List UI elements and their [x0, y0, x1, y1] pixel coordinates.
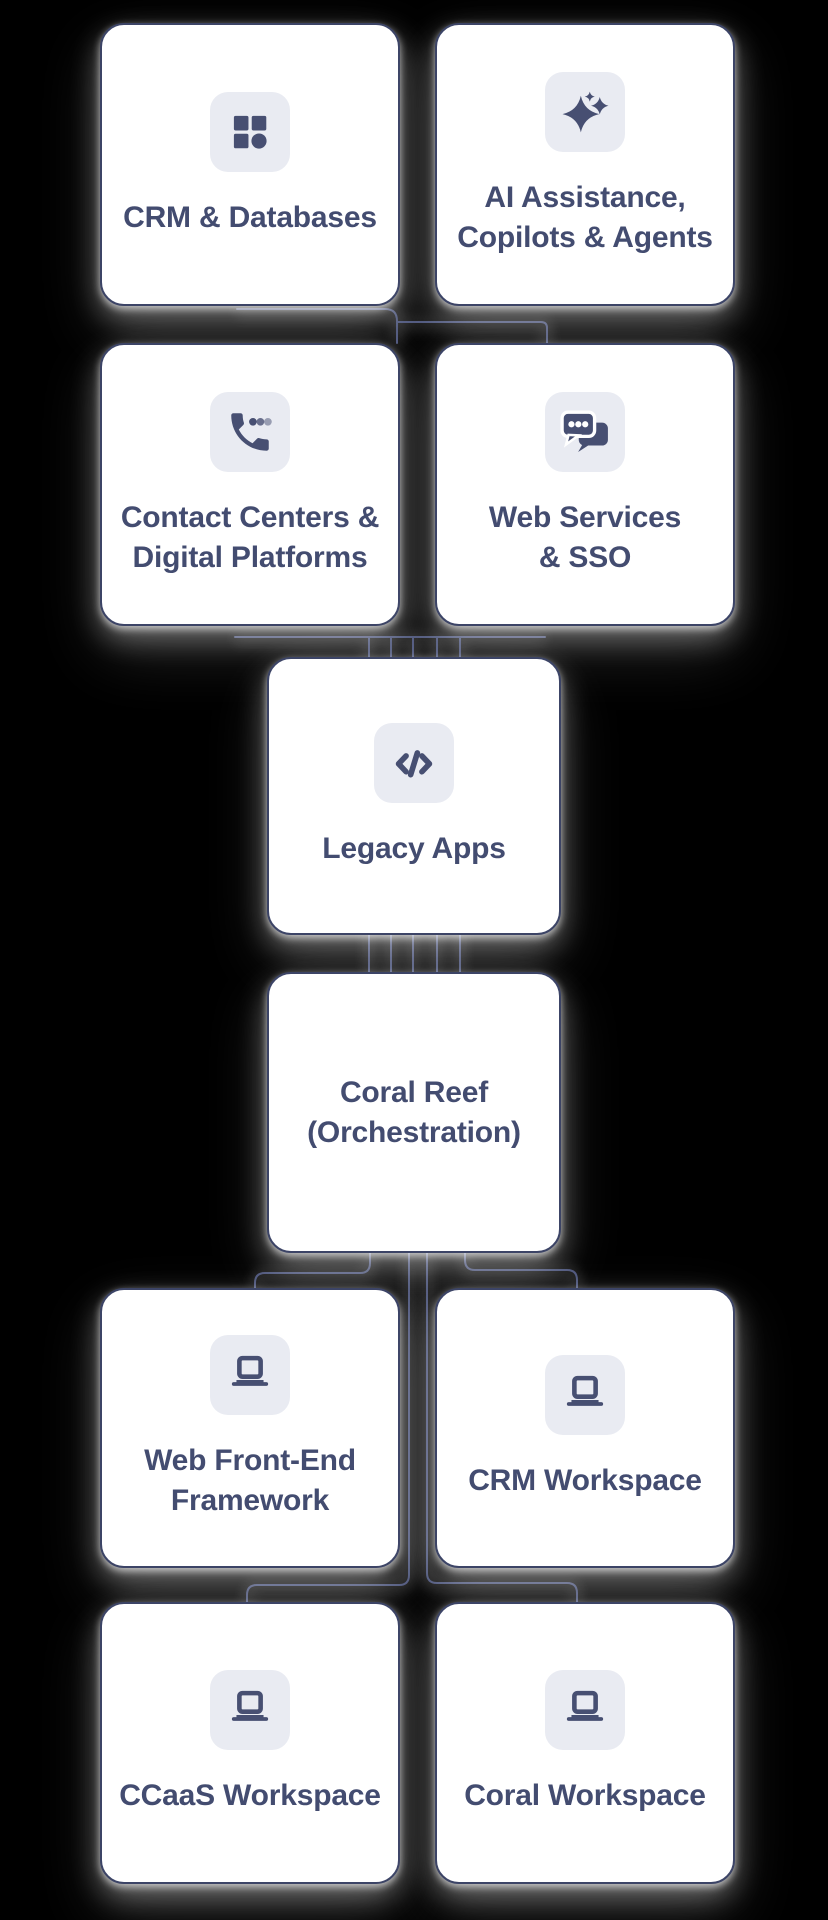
icon-tile	[545, 71, 625, 152]
node-web-services-sso[interactable]: Web Services & SSO	[435, 343, 735, 626]
sparkles-icon	[559, 87, 611, 137]
code-icon	[388, 738, 440, 788]
node-legacy-apps[interactable]: Legacy Apps	[267, 657, 561, 935]
icon-tile	[545, 1670, 625, 1750]
node-label-line1: Contact Centers &	[120, 500, 380, 534]
icon-tile	[210, 1335, 290, 1415]
node-label-line1: Coral Reef	[339, 1075, 489, 1109]
node-label-line2: Framework	[170, 1484, 330, 1517]
node-label-line2: & SSO	[538, 540, 632, 574]
laptop-icon	[559, 1685, 611, 1735]
icon-tile	[210, 91, 290, 172]
icon-tile	[210, 1670, 290, 1750]
node-label-line2: Copilots & Agents	[457, 220, 713, 254]
node-label-line1: AI Assistance,	[484, 180, 686, 214]
node-coral-workspace[interactable]: Coral Workspace	[435, 1602, 735, 1884]
node-label: Contact Centers & Digital Platforms	[120, 498, 380, 578]
node-ccaas-workspace[interactable]: CCaaS Workspace	[100, 1602, 400, 1884]
icon-tile	[545, 1355, 625, 1435]
icon-tile	[545, 391, 625, 472]
edge-row1-step-right	[396, 321, 548, 344]
node-crm-workspace[interactable]: CRM Workspace	[435, 1288, 735, 1568]
node-label: Coral Reef (Orchestration)	[307, 1073, 521, 1153]
node-label: Web Services & SSO	[489, 498, 681, 578]
node-label-line2: (Orchestration)	[307, 1115, 521, 1149]
laptop-icon	[559, 1370, 611, 1420]
node-crm-databases[interactable]: CRM & Databases	[100, 23, 400, 306]
chat-bubbles-icon	[558, 407, 612, 457]
node-coral-reef[interactable]: Coral Reef (Orchestration)	[267, 972, 561, 1253]
edge-coral-to-webfrontend	[254, 1252, 371, 1289]
node-label-line1: Web Services	[488, 500, 682, 534]
node-label: Coral Workspace	[464, 1776, 706, 1816]
icon-tile	[210, 391, 290, 472]
node-label: Web Front-End Framework	[144, 1441, 356, 1521]
edge-row1-step-left	[236, 308, 398, 344]
edge-coral-to-ccaasws	[246, 1252, 410, 1603]
node-ai-assistance[interactable]: AI Assistance, Copilots & Agents	[435, 23, 735, 306]
node-label: CRM & Databases	[123, 198, 377, 238]
node-contact-centers[interactable]: Contact Centers & Digital Platforms	[100, 343, 400, 626]
node-label: CRM Workspace	[468, 1461, 702, 1501]
node-label: Legacy Apps	[322, 829, 506, 869]
node-label-line1: Coral Workspace	[464, 1779, 706, 1812]
node-label-line1: Web Front-End	[144, 1444, 356, 1477]
laptop-icon	[224, 1350, 276, 1400]
node-web-frontend[interactable]: Web Front-End Framework	[100, 1288, 400, 1568]
node-label-line2: Digital Platforms	[132, 540, 368, 574]
icon-tile	[374, 723, 454, 803]
node-label-line1: CCaaS Workspace	[119, 1779, 381, 1812]
node-label: AI Assistance, Copilots & Agents	[457, 178, 713, 258]
edge-coral-to-coralws	[426, 1252, 578, 1603]
grid-shapes-icon	[227, 109, 273, 155]
edge-coral-to-crmws	[464, 1252, 578, 1289]
node-label-line1: Legacy Apps	[322, 832, 506, 865]
node-label: CCaaS Workspace	[119, 1776, 381, 1816]
phone-dots-icon	[223, 407, 277, 457]
node-label-line1: CRM Workspace	[468, 1464, 702, 1497]
laptop-icon	[224, 1685, 276, 1735]
node-label-line1: CRM & Databases	[123, 200, 377, 234]
